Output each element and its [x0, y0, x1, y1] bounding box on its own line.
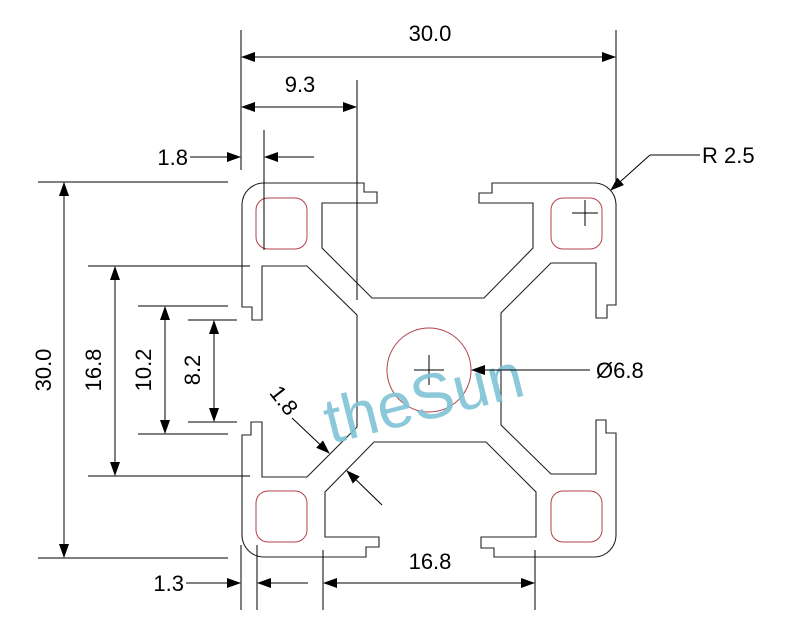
- corner-hole: [550, 197, 603, 250]
- corner-hole: [255, 490, 308, 543]
- dim-label: 30.0: [31, 349, 56, 392]
- dim-slot-width: 10.2: [131, 305, 228, 435]
- watermark: theSun: [316, 339, 530, 458]
- dim-inner-height: 16.8: [81, 265, 250, 477]
- center-cross-mark: [414, 355, 444, 385]
- dim-label: 8.2: [180, 355, 205, 386]
- dim-wall-bottom: 1.3: [153, 545, 308, 610]
- dim-overall-height: 30.0: [31, 181, 228, 559]
- dim-label: 16.8: [409, 549, 452, 574]
- dim-label: 16.8: [81, 349, 106, 392]
- dim-wall-top: 1.8: [157, 130, 314, 250]
- dim-label: R 2.5: [702, 143, 755, 168]
- dim-label: Ø6.8: [596, 358, 644, 383]
- profile-outline: [241, 182, 617, 558]
- dim-label: 9.3: [285, 72, 316, 97]
- dim-corner-radius: R 2.5: [610, 143, 755, 191]
- corner-hole: [550, 490, 603, 543]
- dim-label: 1.3: [153, 571, 184, 596]
- dim-center-hole: Ø6.8: [471, 358, 644, 383]
- corner-cross-mark: [572, 200, 598, 226]
- dim-slot-opening: 8.2: [180, 319, 237, 423]
- dim-overall-width: 30.0: [240, 21, 617, 185]
- dim-label: 1.8: [157, 145, 188, 170]
- dim-inner-width: 16.8: [322, 549, 536, 610]
- corner-holes: [255, 197, 603, 543]
- corner-hole: [255, 197, 308, 250]
- dim-label: 1.8: [265, 381, 304, 420]
- dim-slot-offset: 9.3: [241, 72, 358, 300]
- dim-label: 30.0: [409, 21, 452, 46]
- dim-label: 10.2: [131, 349, 156, 392]
